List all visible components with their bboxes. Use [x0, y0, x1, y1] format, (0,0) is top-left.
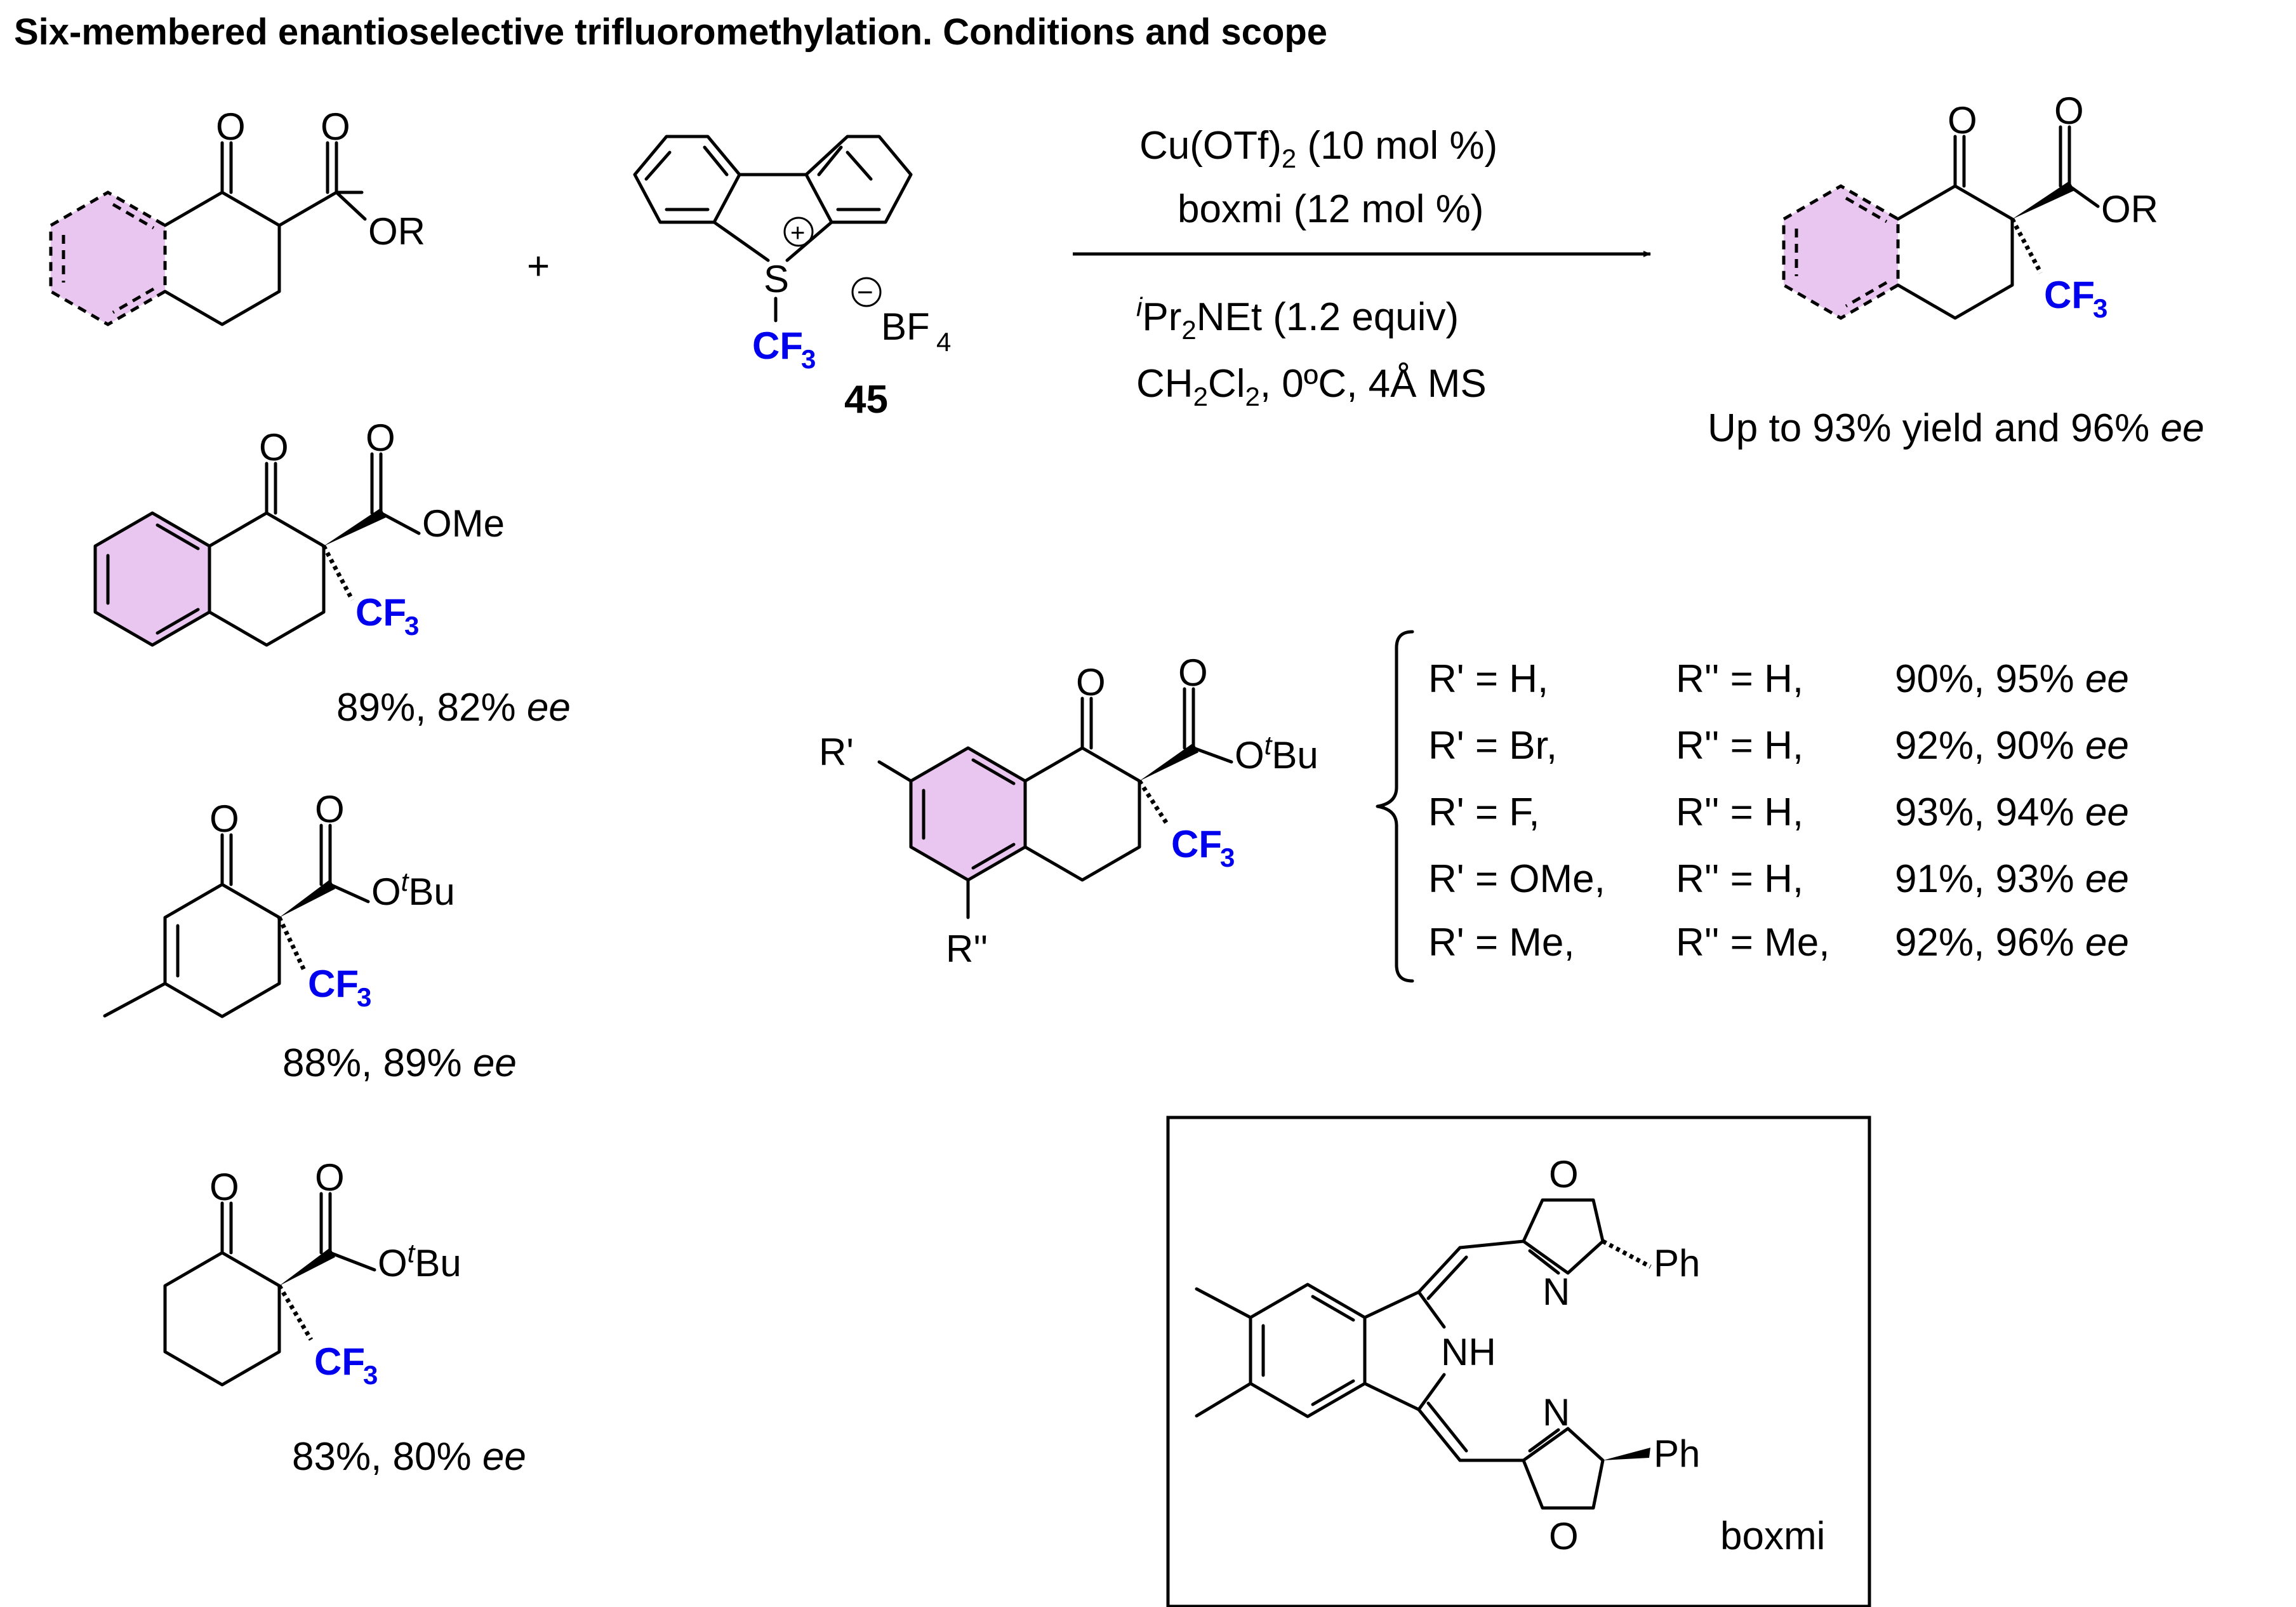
sulfur: S [764, 258, 789, 300]
negative-charge: − [857, 277, 873, 308]
ester-or: OR [368, 210, 425, 253]
table-row: R' = OMe, R'' = H, 91%, 93% ee [1428, 857, 2129, 901]
svg-text:OtBu: OtBu [1235, 730, 1318, 777]
product-generic: O O OR CF 3 Up to 93% yield and 96% ee [1708, 90, 2204, 450]
svg-text:Ph: Ph [1654, 1432, 1700, 1475]
svg-text:3: 3 [404, 611, 419, 641]
svg-text:boxmi (12 mol %): boxmi (12 mol %) [1178, 187, 1483, 231]
dashed-ring-outline [49, 190, 167, 326]
r-double-prime-label: R'' [946, 928, 988, 970]
svg-text:O: O [209, 797, 239, 840]
substituted-tetralone: R' R'' O O OtBu CF 3 [819, 651, 1318, 970]
boxmi-ligand-box: NH O N Ph N O Ph boxmi [1166, 1116, 1871, 1607]
reaction-conditions: Cu(OTf)2 (10 mol %) boxmi (12 mol %) iPr… [1073, 124, 1651, 411]
cf3-group: CF [752, 324, 803, 367]
svg-text:R'' = H,: R'' = H, [1676, 724, 1803, 768]
svg-text:R' = H,: R' = H, [1428, 657, 1548, 701]
ligand-frame [1166, 1116, 1871, 1607]
scheme-title: Six-membered enantioselective trifluorom… [14, 11, 1327, 53]
table-row: R' = F, R'' = H, 93%, 94% ee [1428, 790, 2129, 834]
svg-text:R'' = Me,: R'' = Me, [1676, 921, 1829, 964]
product-scope-note: Up to 93% yield and 96% ee [1708, 406, 2204, 450]
positive-charge-circle [783, 217, 814, 247]
svg-text:O: O [1076, 661, 1106, 703]
svg-text:CF: CF [308, 963, 359, 1005]
svg-text:O: O [1178, 651, 1208, 694]
substituent-table: R' = H, R'' = H, 90%, 95% ee R' = Br, R'… [1428, 657, 2129, 964]
highlight-aromatic-ring [1784, 186, 1898, 318]
svg-text:Cu(OTf)2 (10 mol %): Cu(OTf)2 (10 mol %) [1139, 124, 1497, 173]
scope-brace [1376, 630, 1414, 983]
reagent-45-sulfonium: S + CF 3 − BF 4 45 [633, 135, 951, 422]
svg-text:R' = OMe,: R' = OMe, [1428, 857, 1605, 901]
svg-text:93%, 94% ee: 93%, 94% ee [1895, 790, 2129, 834]
svg-text:3: 3 [357, 982, 371, 1012]
svg-text:3: 3 [801, 344, 816, 374]
svg-text:O: O [1549, 1515, 1579, 1557]
example-1-yield: 89%, 82% ee [336, 686, 571, 730]
svg-text:R' = Br,: R' = Br, [1428, 724, 1557, 768]
svg-text:N: N [1543, 1391, 1570, 1434]
highlight-aromatic-ring [51, 192, 165, 324]
svg-text:R'' = H,: R'' = H, [1676, 857, 1803, 901]
svg-text:91%, 93% ee: 91%, 93% ee [1895, 857, 2129, 901]
svg-text:CF: CF [355, 591, 406, 634]
table-row: R' = H, R'' = H, 90%, 95% ee [1428, 657, 2129, 701]
svg-text:Ph: Ph [1654, 1242, 1700, 1284]
svg-text:CF: CF [314, 1340, 365, 1383]
svg-text:CF: CF [2044, 274, 2095, 316]
svg-text:92%, 96% ee: 92%, 96% ee [1895, 921, 2129, 964]
example-cyclohexanone: O O OtBu CF 3 83%, 80% ee [163, 1156, 526, 1479]
svg-text:CH2Cl2, 0ºC, 4Å MS: CH2Cl2, 0ºC, 4Å MS [1136, 362, 1487, 411]
positive-charge: + [790, 219, 805, 247]
svg-text:O: O [1948, 99, 1977, 142]
svg-text:OtBu: OtBu [378, 1238, 461, 1284]
svg-text:OR: OR [2101, 188, 2158, 230]
svg-text:O: O [315, 788, 345, 830]
svg-text:90%, 95% ee: 90%, 95% ee [1895, 657, 2129, 701]
svg-text:R'' = H,: R'' = H, [1676, 790, 1803, 834]
svg-text:R' = F,: R' = F, [1428, 790, 1540, 834]
reagent-number: 45 [844, 378, 888, 422]
table-row: R' = Br, R'' = H, 92%, 90% ee [1428, 724, 2129, 768]
example-methyl-tetralone: O O OMe CF 3 89%, 82% ee [93, 417, 571, 730]
example-2-yield: 88%, 89% ee [282, 1041, 517, 1085]
ester-oxygen: O [321, 105, 350, 148]
plus-sign: + [527, 244, 550, 288]
svg-text:CF: CF [1171, 823, 1222, 865]
svg-text:3: 3 [1220, 843, 1235, 872]
svg-text:iPr2NEt (1.2 equiv): iPr2NEt (1.2 equiv) [1136, 292, 1459, 345]
svg-text:4: 4 [936, 327, 951, 357]
svg-text:R' = Me,: R' = Me, [1428, 921, 1575, 964]
svg-text:O: O [1549, 1153, 1579, 1196]
table-row: R' = Me, R'' = Me, 92%, 96% ee [1428, 921, 2129, 964]
svg-text:O: O [259, 426, 289, 469]
bf4-counterion: BF [881, 305, 930, 348]
svg-text:R'' = H,: R'' = H, [1676, 657, 1803, 701]
example-3-yield: 83%, 80% ee [292, 1435, 526, 1479]
svg-text:O: O [2054, 90, 2084, 132]
svg-text:OtBu: OtBu [371, 867, 455, 913]
svg-text:NH: NH [1441, 1331, 1496, 1373]
example-cyclohexenone: O O OtBu CF 3 88%, 89% ee [103, 788, 517, 1085]
reactant-tetralone-ester: O O OR [49, 105, 425, 326]
svg-text:OMe: OMe [422, 502, 505, 545]
svg-text:O: O [366, 417, 395, 459]
svg-text:O: O [209, 1166, 239, 1208]
ketone-oxygen: O [216, 105, 246, 148]
svg-text:O: O [315, 1156, 345, 1199]
svg-text:N: N [1543, 1270, 1570, 1313]
svg-text:3: 3 [2093, 293, 2107, 323]
negative-charge-circle [851, 277, 882, 307]
r-prime-label: R' [819, 731, 854, 773]
svg-text:92%, 90% ee: 92%, 90% ee [1895, 724, 2129, 768]
ligand-name: boxmi [1720, 1514, 1825, 1558]
svg-text:3: 3 [363, 1360, 378, 1390]
